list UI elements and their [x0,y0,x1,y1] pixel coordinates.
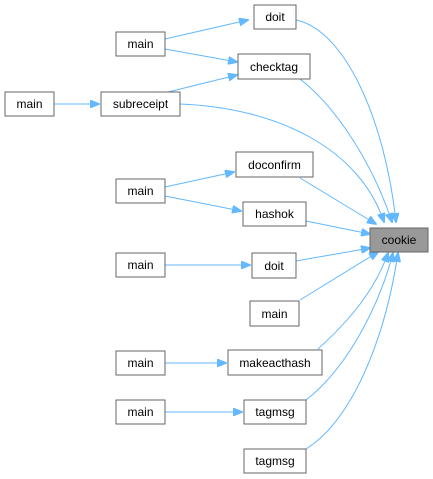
node-main[interactable]: main [115,399,166,425]
node-main[interactable]: main [115,252,166,278]
edge-main-to-checktag [164,48,237,62]
node-label: main [127,258,153,272]
node-doit[interactable]: doit [251,252,297,279]
node-label: tagmsg [255,454,294,468]
node-subreceipt[interactable]: subreceipt [100,91,181,117]
node-main[interactable]: main [4,91,55,117]
node-label: subreceipt [113,97,169,111]
node-label: makeacthash [239,356,310,370]
node-main[interactable]: main [115,31,166,57]
node-doit[interactable]: doit [253,4,297,30]
node-label: cookie [382,233,417,247]
node-label: checktag [250,60,298,74]
node-label: doit [264,259,284,273]
node-cookie[interactable]: cookie [369,227,429,253]
node-label: main [127,356,153,370]
edges [54,19,398,450]
node-doconfirm[interactable]: doconfirm [235,151,314,178]
node-label: main [127,184,153,198]
nodes: doit main checktag main subreceipt docon… [4,4,429,474]
edge-main5-to-cookie [299,252,378,301]
node-label: hashok [255,207,295,221]
node-label: doconfirm [248,158,301,172]
node-label: doit [265,10,285,24]
node-main[interactable]: main [115,178,166,204]
edge-checktag-to-cookie [299,78,392,222]
edge-doit-to-cookie [295,19,396,222]
node-label: tagmsg [255,405,294,419]
node-makeacthash[interactable]: makeacthash [227,349,323,376]
node-main[interactable]: main [115,350,166,376]
edge-hashok-to-cookie [305,220,370,234]
node-hashok[interactable]: hashok [242,201,307,227]
edge-main-to-hashok [164,195,241,211]
edge-tagmsg1-to-cookie [305,253,393,401]
edge-doconfirm-to-cookie [299,177,376,224]
edge-subreceipt-to-checktag [159,75,237,95]
node-tagmsg[interactable]: tagmsg [243,399,307,425]
edge-makeacthash-to-cookie [317,253,388,350]
edge-tagmsg2-to-cookie [305,253,398,450]
edge-subreceipt-to-cookie [179,103,384,222]
node-tagmsg[interactable]: tagmsg [243,448,307,474]
edge-main-to-doit [164,20,248,40]
edge-doit2-to-cookie [295,248,370,262]
node-label: main [261,307,287,321]
edge-main-to-doconfirm [164,172,234,188]
node-label: main [127,37,153,51]
node-label: main [16,97,42,111]
node-label: main [127,405,153,419]
node-main[interactable]: main [249,300,300,327]
node-checktag[interactable]: checktag [237,53,311,80]
